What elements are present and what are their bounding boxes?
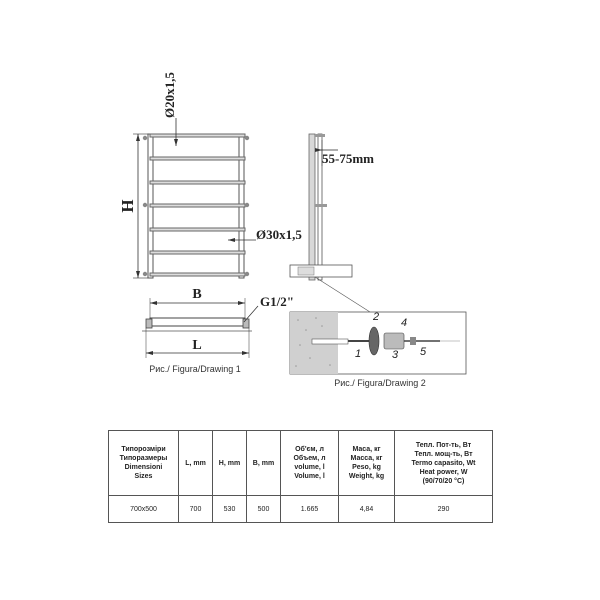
technical-drawings: H Ø20x1,5 Ø30x1,5 B G1/2" L Рис./ Figura… (118, 72, 467, 388)
header-line: L, mm (185, 459, 206, 467)
drawing-2-side-view: 55-75mm 1 2 3 4 5 Рис./ Figura/Drawing 2 (289, 133, 467, 388)
header-line: Dimensioni (124, 464, 163, 471)
caption-drawing-1: Рис./ Figura/Drawing 1 (149, 364, 241, 374)
header-line: B, mm (252, 459, 275, 467)
header-line: Типорозміри (121, 446, 166, 453)
label-height: H (118, 199, 137, 212)
header-line: Об'єм, л (295, 446, 324, 453)
header-line: Маса, кг (352, 446, 381, 453)
table-header-cell: Об'єм, л Объем, л volume, l Volume, l (280, 430, 339, 496)
table-cell: 4,84 (338, 495, 395, 523)
part-number-5: 5 (420, 346, 427, 358)
label-thread: G1/2" (260, 294, 294, 309)
rungs (149, 133, 246, 277)
table-cell: 290 (394, 495, 493, 523)
header-line: Termo capasito, Wt (411, 459, 476, 467)
table-header-cell: B, mm (246, 430, 281, 496)
header-line: Тепл. Пот-ть, Вт (415, 441, 472, 449)
table-header-cell: H, mm (212, 430, 247, 496)
part-number-3: 3 (392, 349, 399, 361)
header-line: Типоразмеры (119, 455, 168, 462)
table-header-cell: Маса, кг Масса, кг Peso, kg Weight, kg (338, 430, 395, 496)
header-line: volume, l (294, 464, 325, 471)
label-length-l: L (192, 338, 201, 353)
header-line: Weight, kg (348, 473, 385, 480)
header-line: Volume, l (294, 473, 325, 480)
drawing-1-front-view: H Ø20x1,5 Ø30x1,5 (118, 72, 302, 279)
header-line: Heat power, W (419, 468, 468, 476)
header-line: Масса, кг (350, 455, 383, 462)
label-side-pipe: Ø30x1,5 (256, 227, 302, 242)
header-line: (90/70/20 °C) (422, 477, 465, 485)
part-number-2: 2 (372, 311, 379, 323)
label-pipe-diameter: Ø20x1,5 (162, 72, 177, 118)
label-width-b: B (192, 287, 201, 302)
header-line: Sizes (134, 473, 153, 480)
table-cell: 530 (212, 495, 247, 523)
header-line: Peso, kg (352, 464, 381, 471)
header-line: H, mm (218, 459, 241, 467)
table-header-cell: L, mm (178, 430, 213, 496)
part-number-4: 4 (401, 317, 407, 329)
header-line: Объем, л (293, 455, 326, 462)
table-cell: 700 (178, 495, 213, 523)
brackets (142, 135, 250, 277)
header-line: Тепл. мощ-ть, Вт (414, 450, 473, 458)
drawing-1-top-view: B G1/2" L Рис./ Figura/Drawing 1 (142, 287, 294, 374)
table-cell: 700x500 (108, 495, 179, 523)
part-number-1: 1 (355, 348, 361, 360)
table-cell: 1.665 (280, 495, 339, 523)
caption-drawing-2: Рис./ Figura/Drawing 2 (334, 378, 426, 388)
label-offset: 55-75mm (322, 151, 374, 166)
table-cell: 500 (246, 495, 281, 523)
